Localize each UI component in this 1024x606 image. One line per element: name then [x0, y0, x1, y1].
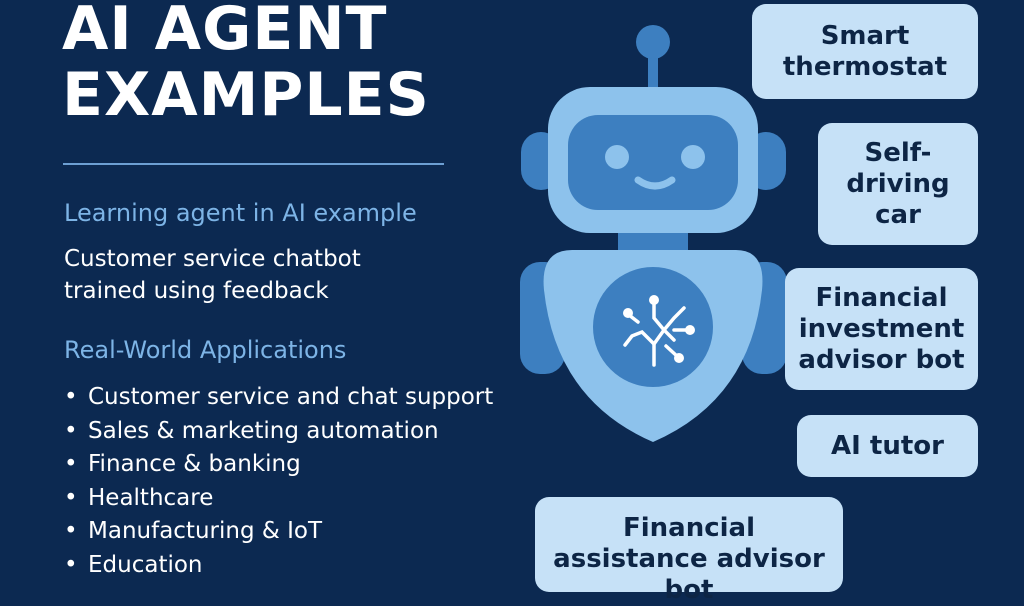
- example-smart-thermostat: Smart thermostat: [752, 4, 978, 99]
- robot-smile: [634, 176, 676, 190]
- list-item: Finance & banking: [64, 448, 493, 482]
- applications-list: Customer service and chat support Sales …: [64, 381, 493, 583]
- example-self-driving-car: Self-driving car: [818, 123, 978, 245]
- applications-heading: Real-World Applications: [64, 336, 347, 364]
- example-assistance-advisor: Financial assistance advisor bot: [535, 497, 843, 605]
- divider: [63, 163, 444, 165]
- robot-illustration: [520, 25, 787, 442]
- robot-antenna: [648, 40, 658, 90]
- list-item: Sales & marketing automation: [64, 415, 493, 449]
- robot-left-eye: [605, 145, 629, 169]
- learning-description: Customer service chatbot trained using f…: [64, 243, 361, 307]
- learning-line-1: Customer service chatbot: [64, 246, 361, 272]
- list-item: Healthcare: [64, 482, 493, 516]
- robot-right-eye: [681, 145, 705, 169]
- list-item: Manufacturing & IoT: [64, 515, 493, 549]
- list-item: Customer service and chat support: [64, 381, 493, 415]
- page-title: AI AGENT EXAMPLES: [62, 0, 430, 128]
- learning-line-2: trained using feedback: [64, 278, 329, 304]
- list-item: Education: [64, 549, 493, 583]
- example-investment-advisor: Financial investment advisor bot: [785, 268, 978, 390]
- robot-antenna-ball: [636, 25, 670, 59]
- learning-heading: Learning agent in AI example: [64, 199, 417, 227]
- title-line-2: EXAMPLES: [62, 60, 430, 130]
- robot-chest-emblem: [593, 267, 713, 387]
- title-line-1: AI AGENT: [62, 0, 388, 64]
- example-ai-tutor: AI tutor: [797, 415, 978, 477]
- robot-visor: [568, 115, 738, 210]
